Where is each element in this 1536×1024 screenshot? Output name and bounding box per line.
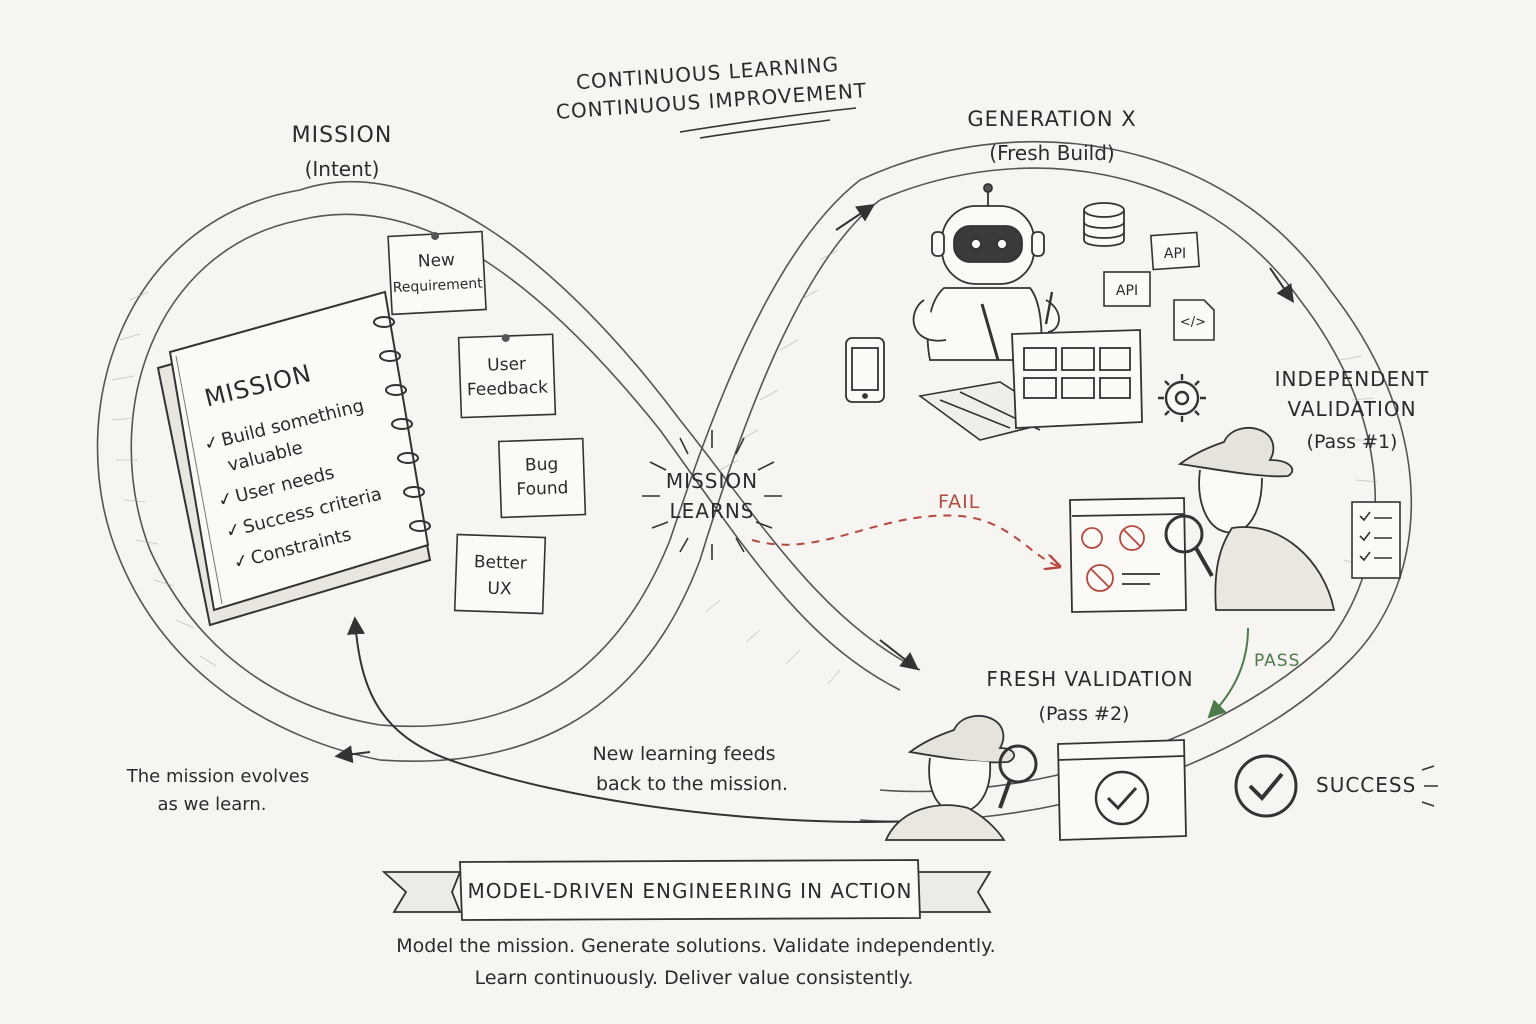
center-line-2: LEARNS [669,499,754,523]
pass-arrow [1207,627,1249,719]
validation1-line3: (Pass #1) [1307,431,1398,453]
note-3-line1: Bug [525,454,559,475]
feedback-note-line1: New learning feeds [592,743,775,765]
pass-label: PASS [1254,651,1300,671]
footer-line2: Learn continuously. Deliver value consis… [475,967,914,989]
banner-ribbon [381,859,992,921]
center-line-1: MISSION [666,469,758,493]
code-label: </> [1180,315,1206,330]
note-1-line1: New [417,250,455,272]
detective-2 [884,715,1038,841]
mission-notebook: MISSION ✓ Build something valuable ✓ Use… [156,290,432,627]
note-new-requirement: New Requirement [387,230,487,316]
note-user-feedback: User Feedback [457,333,557,419]
wireframe-screen [1011,329,1143,429]
gear-icon [1158,374,1206,422]
test-screen-failures [1069,497,1187,613]
notebook-item-1-check: ✓ [202,431,222,455]
notebook-rings [373,316,431,532]
fail-label: FAIL [938,491,980,513]
checklist-icon [1351,501,1401,579]
header-underline [679,107,857,139]
api-icon-secondary: API [1103,271,1151,307]
mission-learns-burst [642,430,782,560]
evolves-note-line2: as we learn. [158,794,267,815]
fail-arrow [751,514,1058,566]
generation-title: GENERATION X [967,107,1136,131]
flow-arrows [334,204,1295,764]
mission-title: MISSION [292,123,393,148]
generation-subtitle: (Fresh Build) [989,141,1114,165]
success-screen [1057,739,1187,841]
success-sparkle [1421,765,1438,807]
note-3-line2: Found [516,478,569,500]
feedback-arrow [347,616,941,823]
note-2-line2: Feedback [467,378,549,401]
evolves-note-line1: The mission evolves [126,766,309,787]
api-icon: API [1150,231,1200,271]
notebook-item-4-check: ✓ [231,550,251,574]
notebook-item-3-check: ✓ [223,519,243,543]
note-4-line1: Better [474,552,528,574]
mission-subtitle: (Intent) [305,157,380,181]
note-better-ux: Better UX [453,533,547,615]
note-bug-found: Bug Found [497,437,587,519]
note-4-line2: UX [487,579,512,600]
footer-line1: Model the mission. Generate solutions. V… [396,935,995,957]
success-check-icon [1234,754,1298,818]
validation1-line1: INDEPENDENT [1275,367,1430,391]
feedback-note-line2: back to the mission. [596,773,788,795]
validation2-line1: FRESH VALIDATION [986,667,1193,691]
banner-title: MODEL-DRIVEN ENGINEERING IN ACTION [467,879,912,903]
api-label-1: API [1164,246,1186,262]
phone-icon [845,337,885,403]
loop-shading [111,249,1379,685]
success-label: SUCCESS [1316,773,1416,797]
validation2-line2: (Pass #2) [1039,703,1130,725]
note-1-line2: Requirement [392,276,483,297]
notebook-item-2-check: ✓ [216,488,236,512]
note-2-line1: User [487,354,526,375]
database-icon [1083,202,1125,247]
validation1-line2: VALIDATION [1287,397,1416,421]
code-file-icon: </> [1173,299,1215,341]
detective-1 [1164,427,1336,611]
api-label-2: API [1116,283,1138,299]
